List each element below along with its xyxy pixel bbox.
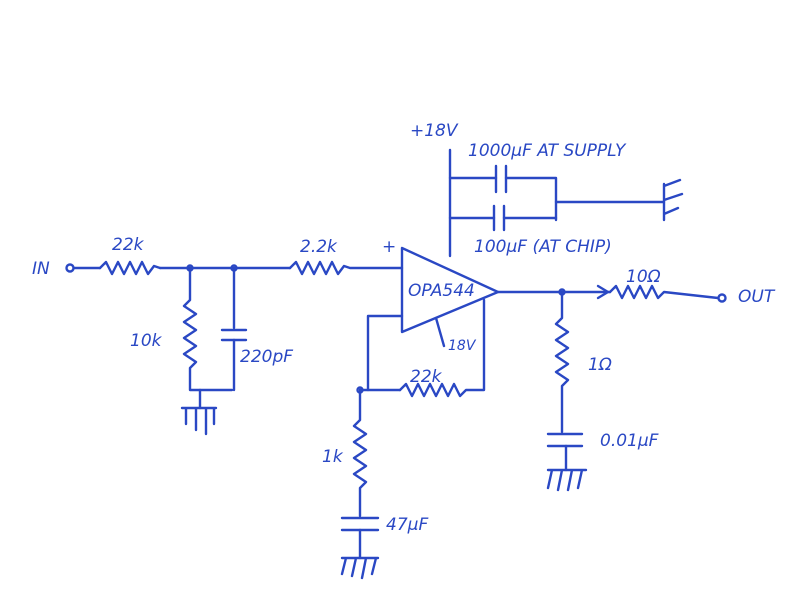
label-negative-supply: 18V (448, 338, 477, 354)
label-zobel-capacitor: 0.01µF (600, 431, 659, 451)
label-chip-capacitor: 100µF (AT CHIP) (474, 237, 612, 257)
ground-resistor (352, 388, 368, 518)
ground-symbol (180, 406, 218, 436)
label-shunt-capacitor: 220pF (240, 347, 293, 367)
output-terminal (717, 293, 727, 303)
input-terminal (65, 263, 75, 273)
label-zobel-resistor: 1Ω (588, 355, 612, 375)
output-arrow (596, 284, 610, 300)
input-resistor (98, 260, 162, 276)
label-shunt-resistor: 10k (130, 331, 163, 351)
label-output: OUT (738, 287, 776, 307)
label-opamp: OPA544 (408, 281, 475, 301)
series-resistor (288, 260, 404, 276)
opamp-symbol (400, 246, 500, 334)
label-supply: +18V (410, 121, 459, 141)
label-supply-capacitor: 1000µF AT SUPPLY (468, 141, 627, 161)
label-input: IN (32, 259, 50, 279)
output-resistor (608, 284, 720, 300)
label-output-resistor: 10Ω (626, 267, 661, 287)
negative-supply-lead (434, 316, 446, 348)
ground-symbol (546, 468, 588, 492)
label-input-resistor: 22k (112, 235, 145, 255)
zobel-resistor (554, 290, 570, 434)
label-ground-resistor: 1k (322, 447, 344, 467)
label-plus-sign: + (382, 237, 396, 257)
ground-symbol (340, 556, 380, 580)
ground-symbol (662, 178, 684, 222)
label-feedback-resistor: 22k (410, 367, 443, 387)
label-series-resistor: 2.2k (300, 237, 338, 257)
inverting-input-wire (366, 314, 404, 392)
feedback-resistor (398, 298, 486, 398)
supply-cap-wire (504, 176, 558, 222)
shunt-resistor-wire (182, 266, 234, 392)
label-ground-capacitor: 47µF (386, 515, 428, 535)
